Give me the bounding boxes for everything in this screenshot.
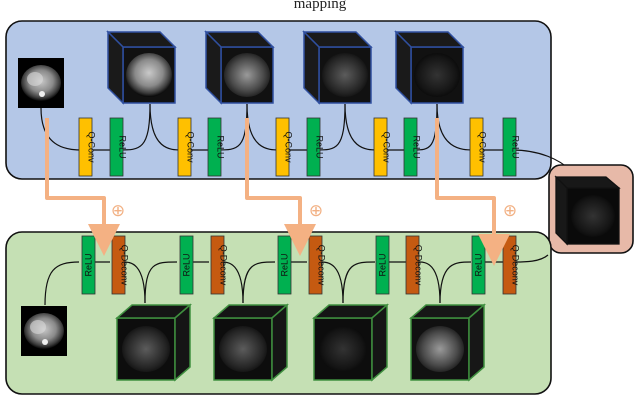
q-conv-block <box>469 117 484 177</box>
latent-feature-cube <box>554 175 621 246</box>
skip-add-symbol-2: ⊕ <box>309 201 323 221</box>
decoder-feature-cube-4 <box>408 303 487 382</box>
relu-block <box>502 117 517 177</box>
relu-label: ReLU <box>118 135 128 158</box>
q-conv-block <box>177 117 192 177</box>
encoder-block-pair-4: Q-Conv ReLU <box>373 117 422 177</box>
q-conv-label: Q-Conv <box>382 131 392 163</box>
q-conv-block <box>275 117 290 177</box>
skip-connections <box>45 118 510 266</box>
output-ct-image <box>21 306 67 356</box>
encoder-block-pair-5: Q-Conv ReLU <box>469 117 521 177</box>
q-conv-label: Q-Conv <box>478 131 488 163</box>
encoder-block-pair-1: Q-Conv ReLU <box>78 117 128 177</box>
relu-label: ReLU <box>182 253 192 276</box>
decoder-block-pair-4: ReLU Q-Deconv <box>375 235 424 295</box>
q-conv-label: Q-Conv <box>284 131 294 163</box>
skip-add-symbol-1: ⊕ <box>111 201 125 221</box>
relu-label: ReLU <box>511 135 521 158</box>
decoder-feature-cube-2 <box>211 303 290 382</box>
encoder-feature-cube-1 <box>106 30 177 105</box>
encoder-block-pair-3: Q-Conv ReLU <box>275 117 325 177</box>
q-deconv-label: Q-Deconv <box>511 245 521 286</box>
relu-label: ReLU <box>280 253 290 276</box>
relu-block <box>306 117 321 177</box>
q-conv-label: Q-Conv <box>186 131 196 163</box>
q-deconv-block <box>405 235 420 295</box>
encoder-feature-cube-2 <box>204 30 275 105</box>
input-ct-image <box>18 58 64 108</box>
encoder-feature-cube-4 <box>394 30 465 105</box>
q-conv-label: Q-Conv <box>87 131 97 163</box>
decoder-feature-cube-3 <box>311 303 390 382</box>
relu-block <box>109 117 124 177</box>
decoder-block-pair-2: ReLU Q-Deconv <box>179 235 229 295</box>
q-deconv-label: Q-Deconv <box>414 245 424 286</box>
relu-block <box>179 235 194 295</box>
relu-label: ReLU <box>216 135 226 158</box>
relu-block <box>403 117 418 177</box>
relu-label: ReLU <box>378 253 388 276</box>
relu-block <box>375 235 390 295</box>
q-conv-block <box>373 117 388 177</box>
skip-add-symbol-3: ⊕ <box>503 201 517 221</box>
relu-label: ReLU <box>412 135 422 158</box>
encoder-block-pair-2: Q-Conv ReLU <box>177 117 226 177</box>
relu-label: ReLU <box>474 253 484 276</box>
encoder-feature-cube-3 <box>302 30 373 105</box>
q-deconv-label: Q-Deconv <box>120 245 130 286</box>
relu-block <box>207 117 222 177</box>
decoder-feature-cube-1 <box>114 303 193 382</box>
q-deconv-label: Q-Deconv <box>317 245 327 286</box>
caption-text: mapping <box>294 0 347 12</box>
q-deconv-block <box>210 235 225 295</box>
q-deconv-label: Q-Deconv <box>219 245 229 286</box>
skip-arrow-3 <box>435 118 510 266</box>
relu-label: ReLU <box>84 253 94 276</box>
skip-arrow-2 <box>245 118 316 256</box>
skip-arrow-1 <box>45 118 120 256</box>
q-conv-block <box>78 117 93 177</box>
relu-label: ReLU <box>315 135 325 158</box>
